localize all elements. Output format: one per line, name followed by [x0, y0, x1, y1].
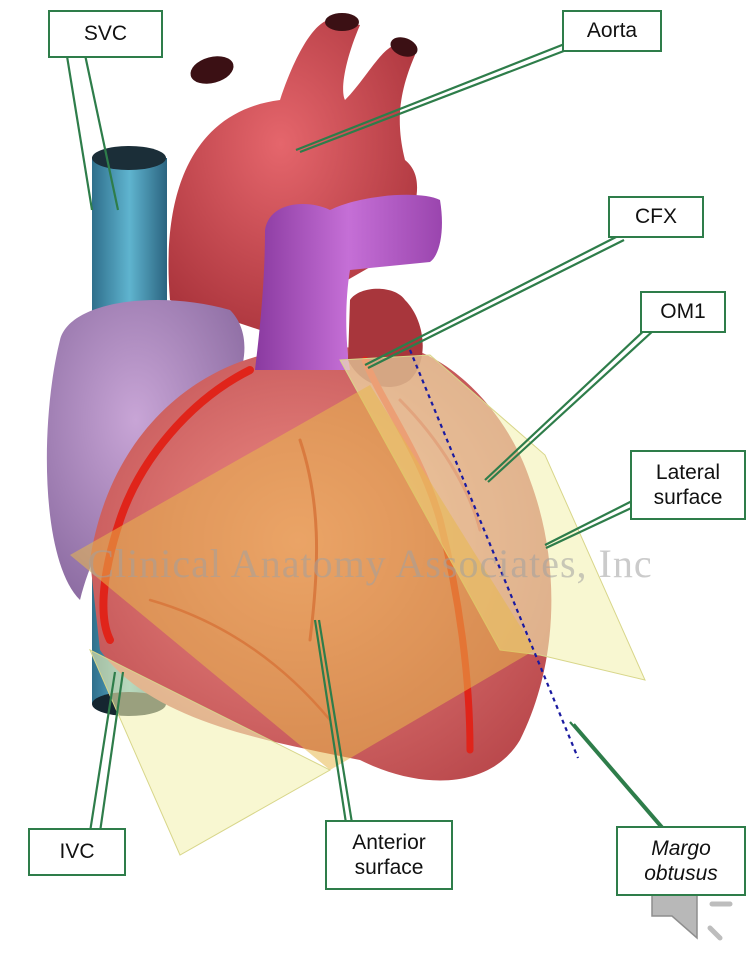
label-lateral-surface: Lateral surface — [630, 450, 746, 520]
label-cfx: CFX — [608, 196, 704, 238]
label-anterior-surface: Anterior surface — [325, 820, 453, 890]
label-aorta: Aorta — [562, 10, 662, 52]
watermark-text: Clinical Anatomy Associates, Inc — [20, 540, 720, 587]
label-om1: OM1 — [640, 291, 726, 333]
label-margo-obtusus: Margo obtusus — [616, 826, 746, 896]
label-ivc: IVC — [28, 828, 126, 876]
label-svc: SVC — [48, 10, 163, 58]
